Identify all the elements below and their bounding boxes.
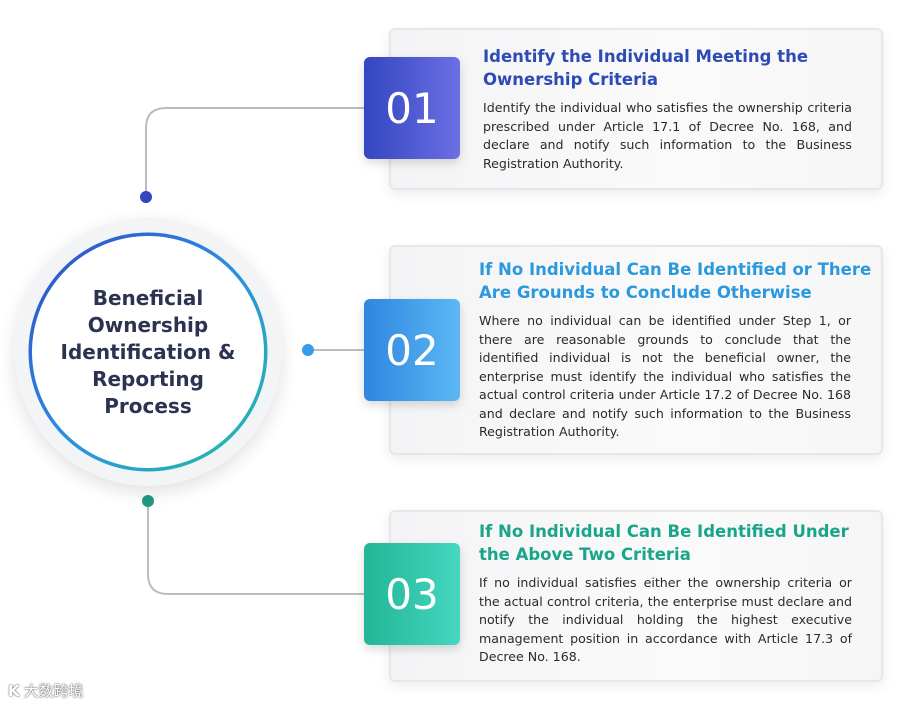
center-title: Beneficial Ownership Identification & Re…: [60, 285, 236, 418]
step-body-1: Identify the individual who satisfies th…: [483, 100, 852, 171]
step-title-1: Identify the Individual Meeting the Owne…: [483, 47, 809, 89]
step-title-3: If No Individual Can Be Identified Under…: [479, 522, 849, 564]
step-number-1: 01: [364, 57, 460, 159]
step-title-2: If No Individual Can Be Identified or Th…: [479, 260, 872, 302]
watermark-logo-icon: K: [8, 681, 20, 700]
connector-dot-1: [140, 191, 152, 203]
step-body-3: If no individual satisfies either the ow…: [479, 575, 852, 664]
center-circle: Beneficial Ownership Identification & Re…: [32, 236, 264, 468]
connector-step-1: [145, 107, 366, 196]
step-number-3: 03: [364, 543, 460, 645]
connector-dot-3: [142, 495, 154, 507]
watermark: K 大数跨境: [8, 680, 84, 701]
watermark-text: 大数跨境: [23, 682, 84, 700]
step-card-2: [389, 245, 883, 455]
step-body-2: Where no individual can be identified un…: [479, 313, 851, 439]
connector-step-3: [147, 502, 366, 595]
connector-dot-2: [302, 344, 314, 356]
step-card-3: [389, 510, 883, 682]
step-number-2: 02: [364, 299, 460, 401]
step-card-1: [389, 28, 883, 190]
